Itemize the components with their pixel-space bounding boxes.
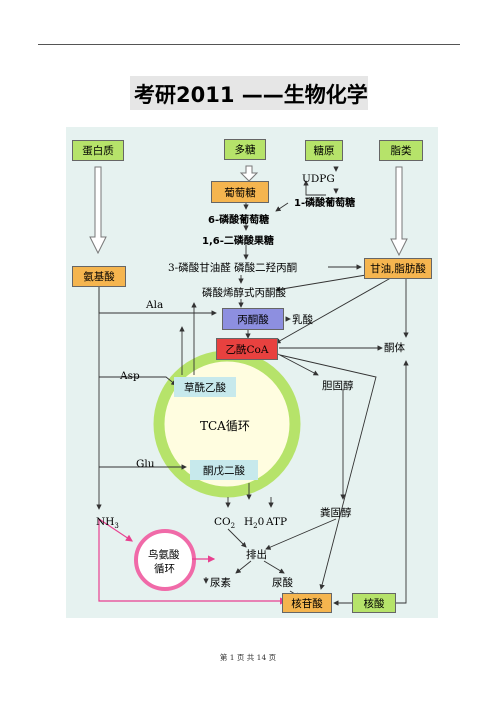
atp-label: ATP <box>266 516 288 528</box>
glycogen-label: 糖原 <box>313 145 335 157</box>
pep-label: 磷酸烯醇式丙酮酸 <box>202 287 286 299</box>
cholesterol-label: 胆固醇 <box>322 380 354 392</box>
lactate-label: 乳酸 <box>292 314 313 326</box>
urea-label: 尿素 <box>210 577 231 589</box>
asp-label: Asp <box>120 370 140 382</box>
nucleotide-box: 核苷酸 <box>282 593 332 613</box>
udpg-label: UDPG <box>302 173 335 185</box>
triose-label: 3-磷酸甘油醛 磷酸二羟丙酮 <box>168 262 298 274</box>
h2o-label: H20 <box>244 516 265 531</box>
page-title-banner: 考研2011 ——生物化学 <box>130 76 368 110</box>
g6p-label: 6-磷酸葡萄糖 <box>208 215 270 226</box>
nucleotide-label: 核苷酸 <box>291 597 323 610</box>
ketone-label: 酮体 <box>384 342 405 354</box>
g1p-label: 1-磷酸葡萄糖 <box>294 198 356 209</box>
glu-label: Glu <box>136 458 155 470</box>
glycerol-fa-label: 甘油,脂肪酸 <box>370 263 426 275</box>
protein-label: 蛋白质 <box>82 145 114 157</box>
coprosterol-label: 粪固醇 <box>320 507 352 519</box>
oxaloacetate-box: 草酰乙酸 <box>174 377 236 397</box>
amino-acid-label: 氨基酸 <box>83 271 115 283</box>
amino-acid-box: 氨基酸 <box>72 266 126 287</box>
nucleic-acid-box: 核酸 <box>352 593 396 613</box>
protein-box: 蛋白质 <box>72 140 124 161</box>
urea-ring <box>134 529 196 591</box>
polysaccharide-label: 多糖 <box>234 144 256 156</box>
page-footer: 第 1 页 共 14 页 <box>219 653 277 662</box>
ala-label: Ala <box>146 299 164 311</box>
pyruvate-label: 丙酮酸 <box>237 313 269 326</box>
pyruvate-box: 丙酮酸 <box>222 308 284 330</box>
acetyl-coa-box: 乙酰CoA <box>216 338 278 360</box>
metabolism-diagram: 蛋白质 多糖 糖原 脂类 葡萄糖 UDPG 1-磷酸葡萄糖 6-磷酸葡萄糖 1,… <box>66 127 438 618</box>
header-rule <box>38 44 460 45</box>
urea-cycle-label-2: 循环 <box>154 563 175 575</box>
polysaccharide-box: 多糖 <box>224 139 266 160</box>
uric-acid-label: 尿酸 <box>272 577 293 589</box>
lipid-label: 脂类 <box>390 145 412 157</box>
akg-box: 酮戊二酸 <box>190 460 258 480</box>
glycogen-box: 糖原 <box>305 140 343 161</box>
co2-label: CO2 <box>214 516 236 531</box>
glycerol-fa-box: 甘油,脂肪酸 <box>364 258 432 279</box>
oxaloacetate-label: 草酰乙酸 <box>184 381 226 394</box>
akg-label: 酮戊二酸 <box>203 464 245 477</box>
acetyl-coa-label: 乙酰CoA <box>225 343 269 356</box>
glucose-label: 葡萄糖 <box>224 186 256 199</box>
page-title: 考研2011 ——生物化学 <box>134 83 368 107</box>
urea-cycle-label-1: 鸟氨酸 <box>148 549 180 561</box>
tca-label: TCA循环 <box>200 419 250 433</box>
nucleic-acid-label: 核酸 <box>363 597 385 610</box>
lipid-box: 脂类 <box>379 140 423 161</box>
excretion-label: 排出 <box>246 549 267 561</box>
f16bp-label: 1,6-二磷酸果糖 <box>202 236 274 247</box>
nh3-label: NH3 <box>96 516 119 531</box>
glucose-box: 葡萄糖 <box>211 181 269 203</box>
